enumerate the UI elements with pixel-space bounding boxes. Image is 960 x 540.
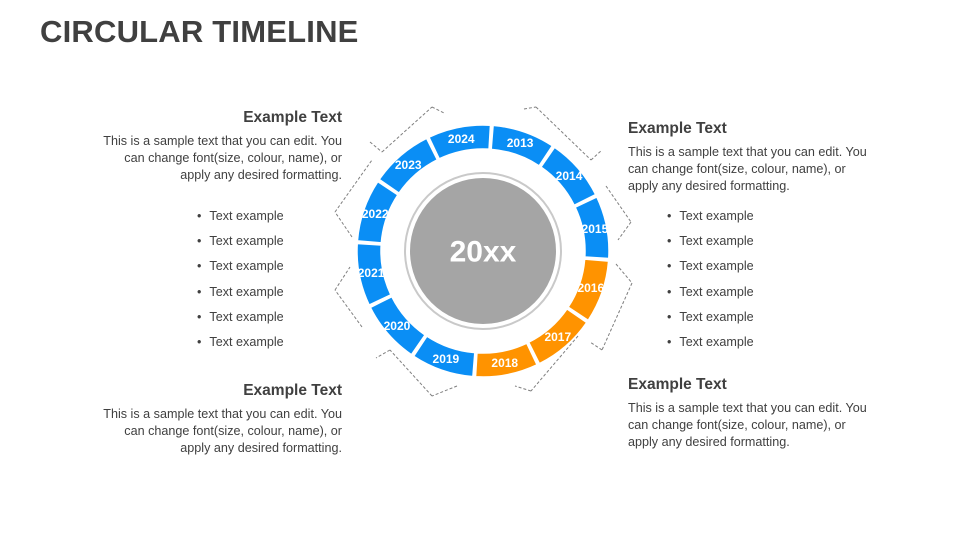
- dashed-connector-line: [389, 349, 433, 397]
- list-item: Text example: [667, 334, 753, 359]
- dashed-connector-line: [514, 385, 532, 392]
- dashed-connector-line: [431, 385, 458, 397]
- list-item: Text example: [667, 258, 753, 283]
- dashed-connector-line: [530, 335, 579, 392]
- text-block-body: This is a sample text that you can edit.…: [103, 134, 342, 182]
- list-item: Text example: [667, 309, 753, 334]
- year-segment-2022: [356, 180, 399, 244]
- text-block-body: This is a sample text that you can edit.…: [628, 145, 867, 193]
- list-item: Text example: [667, 233, 753, 258]
- dashed-connector-line: [334, 289, 363, 328]
- text-block-top-left: Example Text This is a sample text that …: [102, 109, 342, 184]
- list-item: Text example: [197, 284, 283, 309]
- dashed-connector-line: [523, 106, 537, 110]
- year-label: 2013: [507, 136, 534, 150]
- dashed-connector-line: [535, 106, 592, 161]
- year-ring: 2013 2014 2015 2016 2017 2018 2019 2020 2021 2022…: [356, 124, 610, 378]
- dashed-connector-line: [369, 141, 383, 153]
- year-label: 2019: [433, 352, 460, 366]
- dashed-connectors: [334, 106, 633, 397]
- year-segment-2023: [378, 137, 439, 195]
- year-segment-2024: [427, 124, 492, 160]
- year-segment-2018: [474, 342, 539, 378]
- dashed-connector-line: [381, 106, 433, 153]
- center-circle: [410, 178, 556, 324]
- year-segment-2016: [567, 258, 610, 322]
- year-segment-2019: [412, 335, 476, 378]
- text-block-heading: Example Text: [628, 120, 727, 137]
- dashed-connector-line: [589, 341, 603, 351]
- text-block-bottom-left: Example Text This is a sample text that …: [102, 382, 342, 457]
- year-segment-2017: [527, 307, 588, 365]
- dashed-connector-line: [334, 159, 373, 213]
- year-label: 2017: [544, 330, 571, 344]
- year-segment-2013: [490, 124, 554, 167]
- dashed-connector-line: [615, 263, 633, 284]
- year-label: 2018: [491, 356, 518, 370]
- year-segment-2015: [574, 195, 610, 260]
- year-label: 2014: [556, 169, 583, 183]
- dashed-connector-line: [431, 106, 445, 114]
- year-segment-2014: [539, 146, 597, 207]
- list-item: Text example: [197, 233, 283, 258]
- text-block-heading: Example Text: [243, 382, 342, 399]
- dashed-connector-line: [334, 211, 353, 238]
- year-label: 2020: [384, 319, 411, 333]
- year-label: 2016: [577, 281, 604, 295]
- year-label: 2015: [582, 222, 609, 236]
- text-block-body: This is a sample text that you can edit.…: [628, 401, 867, 449]
- year-label: 2022: [362, 207, 389, 221]
- dashed-connector-line: [601, 282, 633, 351]
- text-block-body: This is a sample text that you can edit.…: [103, 407, 342, 455]
- text-block-heading: Example Text: [243, 109, 342, 126]
- right-bullet-list: Text example Text example Text example T…: [667, 208, 753, 359]
- dashed-connector-line: [375, 349, 391, 359]
- page-title: CIRCULAR TIMELINE: [40, 14, 359, 49]
- year-segment-2020: [369, 295, 427, 356]
- dashed-connector-line: [334, 266, 351, 291]
- dashed-connector-line: [605, 185, 632, 223]
- text-block-heading: Example Text: [628, 376, 727, 393]
- year-label: 2021: [358, 266, 385, 280]
- year-label: 2024: [448, 132, 475, 146]
- list-item: Text example: [667, 208, 753, 233]
- list-item: Text example: [197, 208, 283, 233]
- text-block-bottom-right: Example Text This is a sample text that …: [628, 376, 868, 451]
- left-bullet-list: Text example Text example Text example T…: [197, 208, 283, 359]
- list-item: Text example: [197, 309, 283, 334]
- list-item: Text example: [667, 284, 753, 309]
- center-label: 20xx: [450, 236, 517, 269]
- dashed-connector-line: [617, 221, 632, 241]
- list-item: Text example: [197, 258, 283, 283]
- dashed-connector-line: [590, 149, 603, 161]
- year-label: 2023: [395, 158, 422, 172]
- text-block-top-right: Example Text This is a sample text that …: [628, 120, 868, 195]
- year-segment-2021: [356, 242, 392, 307]
- list-item: Text example: [197, 334, 283, 359]
